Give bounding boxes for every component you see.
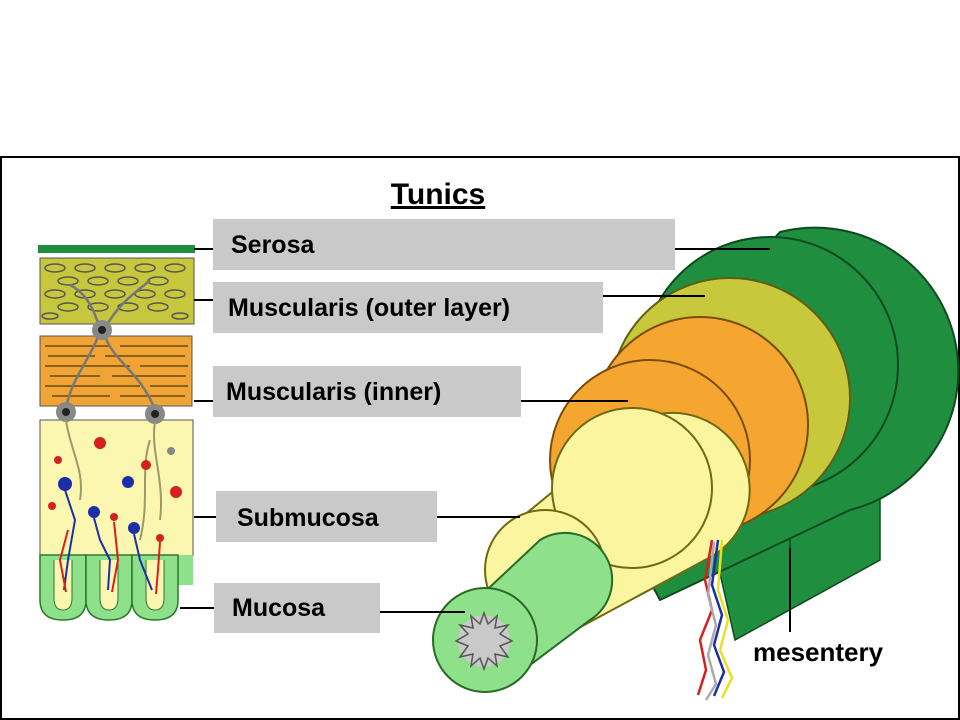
label-serosa: Serosa [194,219,770,270]
diagram-title: Tunics [391,178,485,211]
serosa-label-box [213,219,675,270]
muscularis-outer-label: Muscularis (outer layer) [228,294,510,322]
submucosa-label-box [216,491,437,542]
muscularis-inner-label-box [213,366,521,417]
label-submucosa: Submucosa [194,491,520,542]
label-muscularis-outer: Muscularis (outer layer) [194,282,705,333]
label-mesentery: mesentery [753,548,884,667]
outer-muscle-fibers [41,263,189,320]
label-mucosa: Mucosa [180,583,465,633]
cross-section-serosa [38,245,195,253]
nerve-plexus [56,279,165,541]
digestive-tube [432,226,960,701]
label-muscularis-inner: Muscularis (inner) [194,366,628,417]
serosa-label: Serosa [231,231,315,259]
mesenteric-vessels [696,539,734,701]
cross-section-muscularis-inner [39,335,193,407]
muscularis-inner-label: Muscularis (inner) [226,378,441,406]
mucosa-label-box [214,583,380,633]
mucosa-label: Mucosa [232,594,326,622]
submucosa-label: Submucosa [237,504,380,532]
wall-cross-section [38,245,195,621]
lumen-villi [454,610,514,672]
inner-muscle-fibers [45,345,188,397]
tube-lumen [458,615,510,667]
muscularis-outer-label-box [213,282,603,333]
blood-vessels [48,437,182,595]
mesentery-label: mesentery [753,637,884,667]
